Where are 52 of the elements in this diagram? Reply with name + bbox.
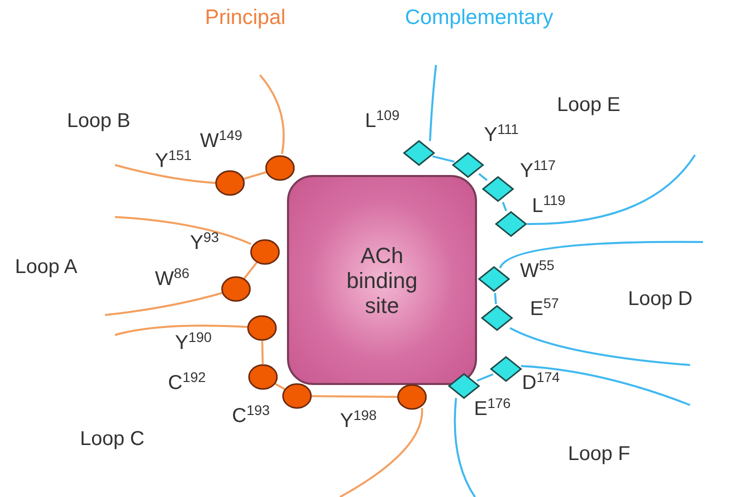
residue-label: E$^{57}$ xyxy=(530,298,559,320)
residue-label: L$^{119}$ xyxy=(532,195,566,217)
residue-label: W$^{86}$ xyxy=(155,268,190,290)
residue-diamond xyxy=(481,305,513,331)
residue-label: L$^{109}$ xyxy=(365,110,400,132)
loop-label: Loop B xyxy=(67,110,130,133)
strand-line xyxy=(261,340,264,364)
residue-circle xyxy=(250,239,280,265)
residue-label: C$^{192}$ xyxy=(168,372,206,394)
residue-label: W$^{55}$ xyxy=(520,260,554,282)
residue-label: Y$^{117}$ xyxy=(520,160,556,182)
residue-circle xyxy=(247,315,277,341)
subunit-heading: Complementary xyxy=(405,6,554,30)
residue-circle xyxy=(397,384,427,410)
residue-label: E$^{176}$ xyxy=(474,398,511,420)
strand-line xyxy=(476,373,494,382)
residue-diamond xyxy=(495,211,527,237)
strand-line xyxy=(242,170,268,180)
residue-diamond xyxy=(403,140,435,166)
residue-label: D$^{174}$ xyxy=(522,372,560,394)
strand-line xyxy=(494,292,497,304)
strand-line xyxy=(432,155,455,163)
residue-circle xyxy=(215,170,245,196)
strand-line xyxy=(502,202,508,212)
strand-line xyxy=(310,395,399,398)
strand-line xyxy=(243,262,258,280)
loop-label: Loop C xyxy=(80,428,144,451)
residue-circle xyxy=(282,383,312,409)
residue-label: Y$^{93}$ xyxy=(190,232,219,254)
residue-circle xyxy=(221,276,251,302)
loop-label: Loop D xyxy=(628,288,692,311)
binding-site-box xyxy=(287,175,477,385)
loop-label: Loop F xyxy=(568,443,630,466)
residue-label: Y$^{198}$ xyxy=(340,410,377,432)
strand-line xyxy=(274,382,286,391)
residue-label: Y$^{111}$ xyxy=(484,124,519,146)
residue-diamond xyxy=(448,373,480,399)
residue-diamond xyxy=(490,356,522,382)
residue-circle xyxy=(265,155,295,181)
loop-label: Loop A xyxy=(15,256,78,279)
subunit-heading: Principal xyxy=(205,6,286,30)
residue-circle xyxy=(248,364,278,390)
strand-line xyxy=(478,172,488,182)
residue-diamond xyxy=(478,266,510,292)
residue-label: Y$^{151}$ xyxy=(155,150,192,172)
binding-site-label: ACh binding site xyxy=(346,242,418,318)
loop-label: Loop E xyxy=(557,94,620,117)
residue-label: W$^{149}$ xyxy=(200,130,242,152)
residue-label: C$^{193}$ xyxy=(232,405,270,427)
residue-diamond xyxy=(452,152,484,178)
residue-label: Y$^{190}$ xyxy=(175,332,212,354)
residue-diamond xyxy=(482,176,514,202)
